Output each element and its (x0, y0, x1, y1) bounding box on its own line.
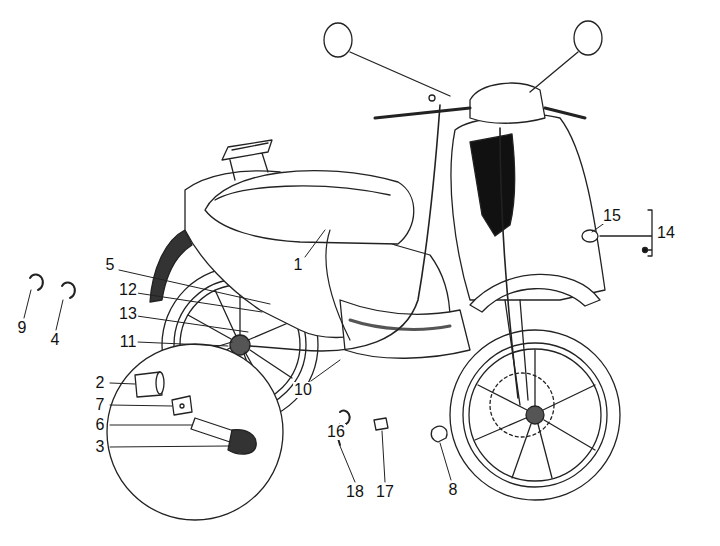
clip-ring (62, 282, 75, 298)
callout-number: 4 (50, 332, 61, 348)
mirror-stems (350, 52, 578, 96)
mirror (324, 23, 352, 57)
callout-number: 11 (119, 334, 138, 350)
cable-clip (431, 426, 447, 442)
front-wheel (450, 330, 620, 500)
grip-parts (135, 372, 256, 454)
seat (205, 171, 414, 244)
front-fender (470, 274, 600, 312)
callout-number: 2 (95, 375, 106, 391)
callout-number: 15 (602, 208, 622, 224)
detail-magnifier (107, 344, 283, 520)
callout-number: 6 (95, 417, 106, 433)
front-shield (451, 115, 605, 300)
callout-number: 10 (293, 382, 313, 398)
mirror (574, 21, 602, 55)
clamp (340, 411, 350, 424)
rear-brake-cable (250, 105, 440, 351)
clip-ring (30, 274, 43, 290)
plate (374, 418, 388, 430)
callout-number: 17 (375, 484, 395, 500)
callout-number: 18 (345, 484, 365, 500)
callout-number: 1 (293, 257, 304, 273)
rear-rack (222, 140, 272, 180)
handlebar (375, 108, 585, 118)
callout-number: 16 (326, 424, 346, 440)
callout-number: 8 (448, 482, 459, 498)
callout-number: 14 (656, 225, 676, 241)
front-badge-panel (470, 134, 515, 236)
callout-number: 9 (17, 320, 28, 336)
cable (326, 230, 350, 340)
part-dot (643, 248, 648, 253)
callout-number: 7 (95, 397, 106, 413)
floorboard (340, 300, 470, 358)
leader-lines (24, 222, 606, 482)
rear-body (185, 171, 450, 338)
callout-number: 3 (95, 439, 106, 455)
callout-number: 5 (105, 257, 116, 273)
callout-number: 13 (118, 306, 138, 322)
front-brake-cable (500, 128, 518, 398)
grommet (582, 230, 598, 242)
callout-number: 12 (118, 282, 138, 298)
